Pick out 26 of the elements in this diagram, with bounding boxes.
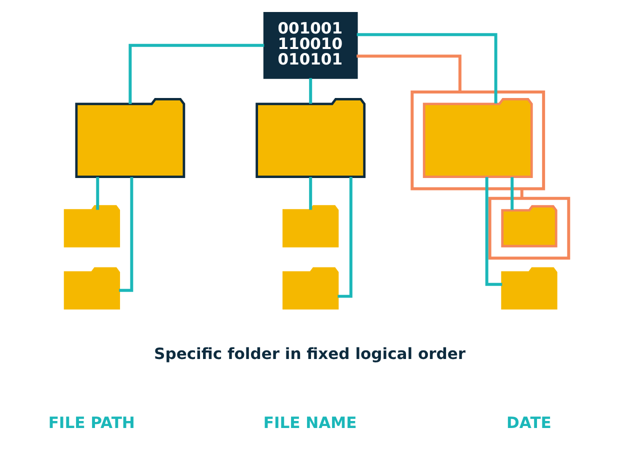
connector bbox=[356, 54, 462, 92]
label: FILE NAME bbox=[263, 414, 357, 432]
connector bbox=[485, 177, 502, 286]
node-folder bbox=[501, 205, 558, 248]
node-box: 001001 110010 010101 bbox=[263, 12, 358, 79]
node-folder bbox=[282, 267, 339, 310]
node-folder bbox=[64, 205, 120, 248]
node-folder bbox=[64, 267, 120, 310]
node-folder bbox=[422, 98, 533, 178]
node-folder bbox=[256, 98, 366, 178]
connector bbox=[338, 176, 352, 298]
connector bbox=[96, 177, 100, 210]
connector bbox=[510, 177, 514, 210]
node-folder bbox=[282, 205, 339, 248]
connector bbox=[309, 78, 312, 104]
cluster bbox=[488, 196, 570, 260]
label: FILE PATH bbox=[48, 414, 135, 432]
label: DATE bbox=[506, 414, 552, 432]
connector bbox=[520, 188, 524, 198]
label: Specific folder in fixed logical order bbox=[154, 344, 466, 363]
connector bbox=[356, 33, 498, 104]
connector bbox=[128, 44, 264, 104]
connector bbox=[119, 177, 134, 292]
node-folder bbox=[501, 267, 558, 310]
node-folder bbox=[75, 98, 186, 178]
connector bbox=[309, 177, 312, 210]
